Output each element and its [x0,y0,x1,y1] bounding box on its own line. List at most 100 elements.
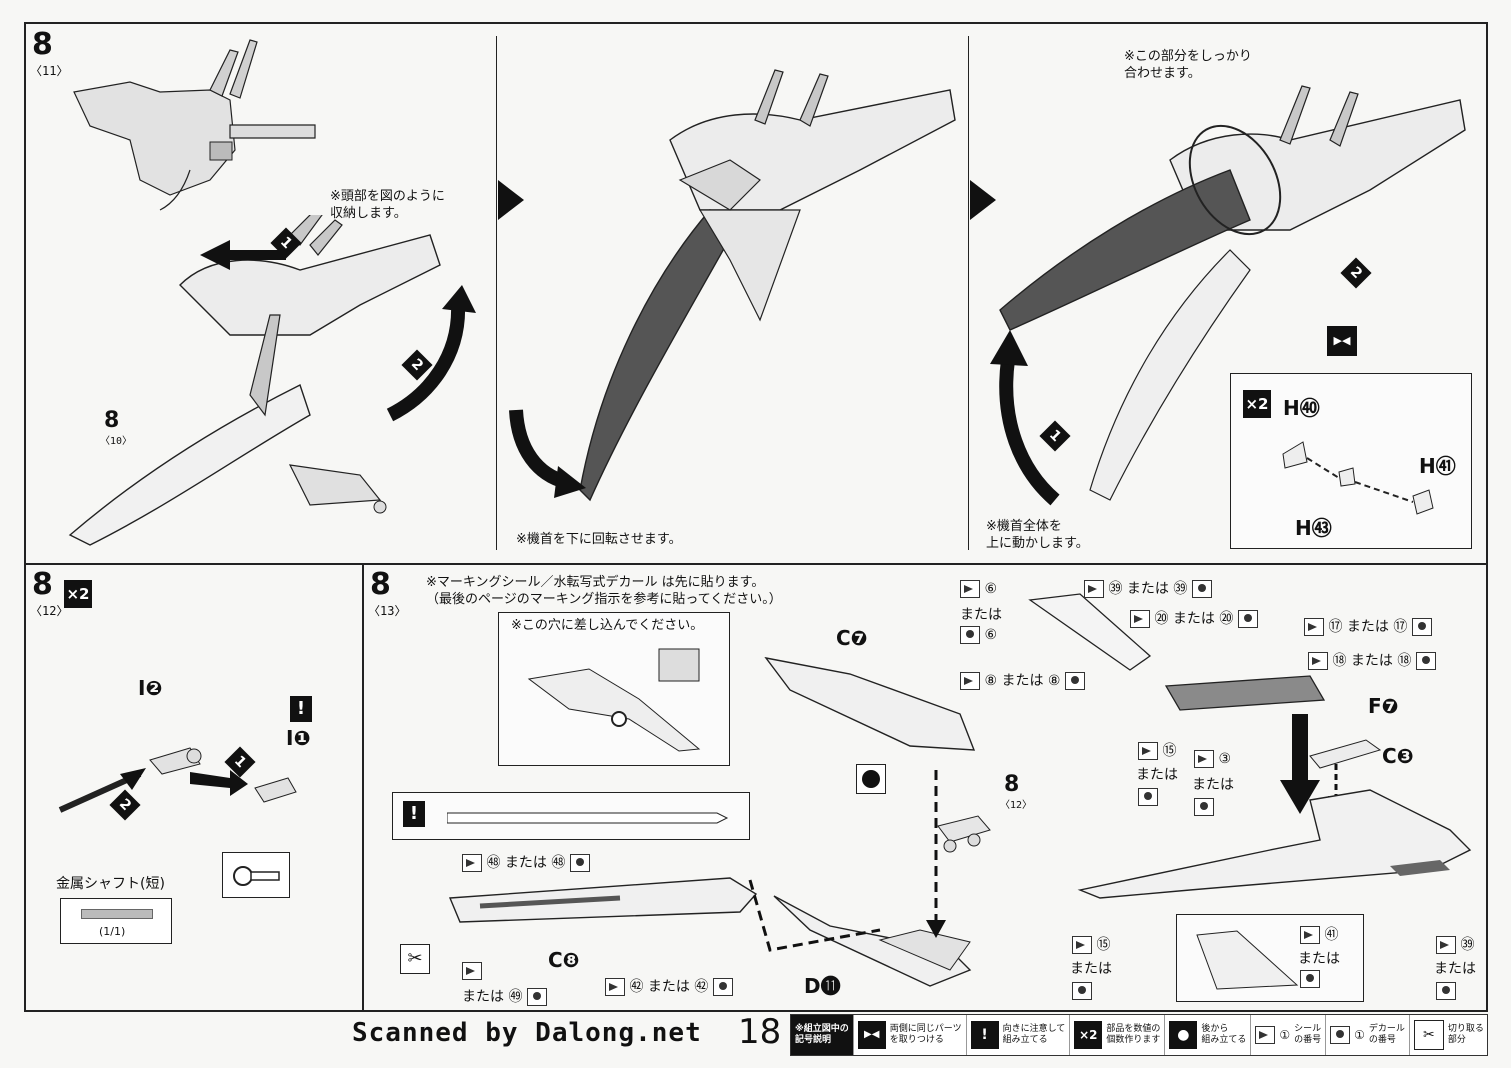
sticker-39a-text: ㊴ [1460,937,1475,953]
step-sub-number: 〈13〉 [368,604,407,618]
decal-icon [1072,982,1092,1000]
callout-step: 8 [1004,772,1020,797]
sticker-52-text: または ㊾ [462,989,523,1005]
decal-icon [960,626,980,644]
part-i1-orientation-inset [222,852,290,898]
sticker-3-row: ③ [1194,750,1231,768]
sticker-3-or: または [1192,777,1234,793]
aircraft-body-illustration-3 [999,85,1466,501]
decal-icon [1330,1026,1351,1044]
part-d11-illustration [773,895,972,987]
decal-icon [1138,788,1158,806]
move-up-arrow [990,330,1060,506]
h-parts-illustration [1282,441,1434,515]
frame-right [1486,22,1488,1012]
aircraft-body-illustration-2 [579,69,956,502]
frame-middle-divider [24,563,1488,565]
part-c8-illustration [448,877,758,923]
callout-step: 8 [104,408,120,433]
subassembly-inset: ×2 H㊵ H㊶ H㊸ [1230,373,1472,549]
decal-15-row [1138,788,1158,806]
sticker-icon [1138,742,1158,760]
tail-fin-illustration [1028,593,1152,671]
sticker-41-row: ㊶ [1300,924,1338,944]
frame-top [24,22,1488,24]
sticker-6-row: ⑥ [960,580,997,598]
frame-left [24,22,26,1012]
metal-shaft-count: (1/1) [99,925,126,938]
both-sides-icon: ▶◀ [857,1021,886,1049]
decal-icon [712,978,733,996]
warning-icon: ! [970,1021,999,1049]
callout-step-sub: 〈12〉 [1000,800,1033,811]
decal-first-note: ※マーキングシール／水転写式デカール は先に貼ります。 （最後のページのマーキン… [426,575,782,607]
legend-decal: ① デカール の番号 [1326,1015,1410,1055]
step-number: 8 [32,27,53,62]
rotate-nose-note: ※機首を下に回転させます。 [516,532,682,547]
insert-hole-inset: ※この穴に差し込んでください。 [498,612,730,766]
callout-step-sub: 〈10〉 [100,436,133,447]
divider-p1-p2 [496,36,497,550]
sticker-3a-text: ③ [1218,751,1232,767]
sticker-icon [1255,1026,1276,1044]
sticker-6a-text: ⑥ [984,581,998,597]
sticker-6c-text: ⑥ [984,627,998,643]
sticker-52b-row: または ㊾ [462,986,547,1006]
sticker-icon [1130,610,1150,628]
both-sides-icon: ▶◀ [1327,326,1357,356]
aircraft-body-illustration-1 [68,215,441,546]
wing-detail-inset [1176,914,1364,1002]
sticker-41-or: または [1298,951,1340,967]
decal-icon [569,854,590,872]
page-number: 18 [738,1012,782,1052]
sticker-15-or: または [1136,767,1178,783]
divider-p4-p5 [362,565,364,1010]
sticker-icon [1436,936,1456,954]
sticker-58-row: ㊽ または ㊽ [462,852,590,872]
sticker-icon [1072,936,1092,954]
metal-shaft-swatch [81,909,153,919]
step-number: 8 [32,567,53,602]
sticker-39-row: ㊴ [1436,934,1474,954]
part-h41-label: H㊶ [1419,454,1456,478]
push-left-arrow [200,240,286,270]
head-storage-note: ※頭部を図のように 収納します。 [330,189,445,221]
sticker-15a-text: ⑮ [1162,743,1177,759]
sticker-80-row: ⑳ または ⑳ [1130,608,1258,628]
decal-icon [1436,982,1456,1000]
sticker-79-row: ㊴ または ㊴ [1084,578,1212,598]
sticker-77-text: ⑰ または ⑰ [1328,619,1408,635]
part-d11-label: D⓫ [804,974,841,998]
sticker-8-text: ⑧ または ⑧ [984,673,1061,689]
head-detail-illustration [73,39,316,211]
sticker-58-text: ㊽ または ㊽ [486,855,566,871]
decal-41-row [1300,970,1320,988]
sticker-6-or: または [960,607,1002,623]
decal-6-row: ⑥ [960,626,997,644]
legend-later: ● 後から 組み立てる [1165,1015,1252,1055]
decal-icon [1064,672,1085,690]
decal-75-row [1072,982,1092,1000]
sticker-79-text: ㊴ または ㊴ [1108,581,1188,597]
sticker-icon [1308,652,1328,670]
decal-icon [1194,798,1214,816]
step-sub-number: 〈11〉 [30,64,69,78]
sticker-42-text: ㊷ または ㊷ [629,979,709,995]
part-c7-illustration [764,656,976,751]
flow-arrow-2 [970,180,996,220]
decal-39-row [1436,982,1456,1000]
sticker-80-text: ⑳ または ⑳ [1154,611,1234,627]
sticker-8-row: ⑧ または ⑧ [960,670,1085,690]
sticker-75a-text: ⑮ [1096,937,1111,953]
part-f7-illustration [1164,675,1326,711]
part-c7-label: C❼ [836,626,868,650]
part-h43-label: H㊸ [1295,516,1332,540]
decal-3-row [1194,798,1214,816]
sticker-78-row: ⑱ または ⑱ [1308,650,1436,670]
decal-icon [1191,580,1212,598]
sticker-icon [462,854,482,872]
sticker-icon [960,580,980,598]
decal-icon [1237,610,1258,628]
decal-icon [1415,652,1436,670]
sticker-42-row: ㊷ または ㊷ [605,976,733,996]
